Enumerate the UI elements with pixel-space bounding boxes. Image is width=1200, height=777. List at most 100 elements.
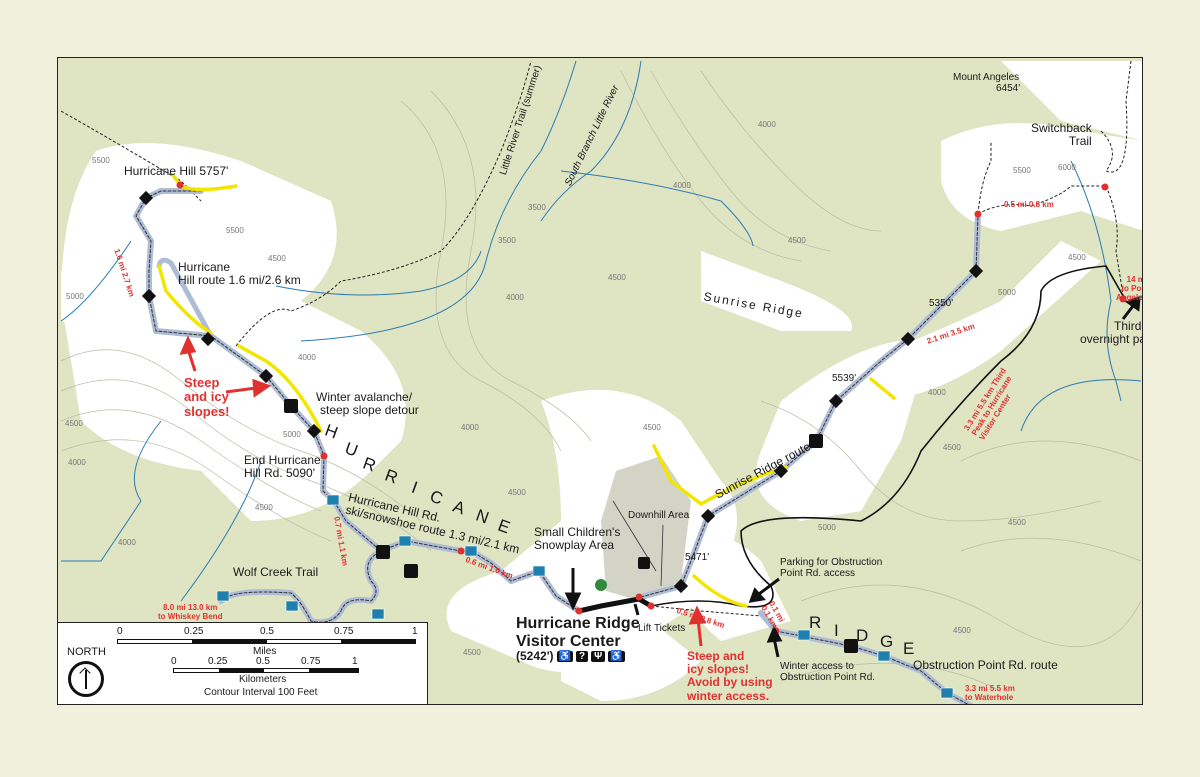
contour-label: 4000 — [298, 353, 316, 362]
label-line: Hurricane — [178, 260, 231, 274]
label-line: 14 mi — [1126, 275, 1142, 284]
summer-trails[interactable] — [60, 60, 1132, 627]
label-line: Snowplay Area — [534, 538, 615, 553]
miles-scale-bar — [117, 639, 416, 644]
roads[interactable] — [578, 265, 1127, 614]
label-line: Small Children's — [534, 525, 621, 539]
avalanche-detour-label: Winter avalanche/steep slope detour — [316, 390, 419, 418]
label-line: Angeles — [1116, 292, 1143, 302]
contour-lines — [60, 70, 1142, 692]
contour-label: 4000 — [118, 538, 136, 547]
label-line: Visitor Center — [516, 632, 621, 650]
contour-label: 5500 — [1013, 166, 1031, 175]
km-tick: 1 — [352, 656, 358, 667]
km-tick: 0 — [171, 656, 177, 667]
label-line: to Port — [1121, 283, 1142, 293]
label-line: Hill route 1.6 mi/2.6 km — [178, 273, 301, 288]
elevation-5539: 5539' — [832, 373, 857, 384]
label-line: Parking for Obstruction — [780, 557, 883, 568]
label-line: Avoid by using — [687, 675, 773, 690]
contour-label: 4500 — [608, 273, 626, 282]
contour-label: 3500 — [528, 203, 546, 212]
ridge-letter: R — [809, 613, 822, 632]
label-line: Third Peak — [1114, 319, 1142, 333]
label-line: 8.0 mi 13.0 km — [163, 603, 218, 612]
label-line: 3.3 mi 5.5 km — [965, 684, 1015, 693]
north-label: NORTH — [67, 646, 106, 658]
port-angeles-distance: 14 mito PortAngeles — [1116, 275, 1143, 302]
miles-tick: 0.5 — [260, 626, 274, 637]
ski-route-markers — [138, 190, 984, 699]
elevation-5350: 5350' — [929, 298, 954, 309]
miles-tick: 0.25 — [184, 626, 204, 637]
contour-label: 4500 — [463, 648, 481, 657]
warning-arrows — [179, 335, 707, 647]
distance-label: 0.5 mi 0.8 km — [1004, 200, 1054, 209]
map-legend: NORTH 0 0.25 0.5 0.75 1 Miles 0 0.25 0.5… — [57, 622, 428, 705]
contour-interval-note: Contour Interval 100 Feet — [204, 687, 318, 698]
label-line: Switchback — [1031, 121, 1092, 135]
label-line: Hurricane Ridge — [516, 615, 640, 632]
contour-label: 4500 — [255, 503, 273, 512]
downhill-area-shading — [601, 456, 691, 601]
label-line: to Whiskey Bend — [158, 611, 223, 621]
contour-label: 4500 — [508, 488, 526, 497]
contour-label: 3500 — [498, 236, 516, 245]
label-line: Point Rd. access — [780, 568, 856, 579]
contour-label: 4500 — [943, 443, 961, 452]
label-line: to Waterhole — [965, 692, 1014, 702]
north-arrow-icon — [68, 661, 104, 697]
obstruction-point-route-label: Obstruction Point Rd. route — [913, 658, 1058, 672]
km-tick: 0.5 — [256, 656, 270, 667]
contour-label: 4500 — [268, 254, 286, 263]
label-line: winter access. — [687, 688, 770, 703]
label-line: steep slope detour — [320, 403, 419, 418]
ridge-letter: E — [903, 639, 915, 658]
km-label: Kilometers — [239, 674, 287, 685]
hurricane-hill-label: Hurricane Hill 5757' — [124, 164, 229, 178]
contour-label: 4500 — [65, 419, 83, 428]
label-line: Steep and — [687, 649, 745, 663]
contour-label: 5000 — [998, 288, 1016, 297]
miles-tick: 0.75 — [334, 626, 354, 637]
ridge-letter: G — [880, 632, 894, 651]
km-tick: 0.75 — [301, 656, 321, 667]
label-line: icy slopes! — [687, 662, 750, 677]
contour-label: 4000 — [758, 120, 776, 129]
label-line: Steep — [184, 375, 220, 390]
contour-label: 5000 — [818, 523, 836, 532]
rivers — [60, 60, 1142, 602]
visitor-center-elevation: (5242') — [516, 649, 554, 664]
accessible-icon: ♿ — [608, 651, 625, 663]
contour-label: 5500 — [226, 226, 244, 235]
ridge-letter: D — [856, 626, 869, 645]
contour-label: 4500 — [1008, 518, 1026, 527]
km-tick: 0.25 — [208, 656, 228, 667]
label-line: Hill Rd. 5090' — [244, 466, 315, 481]
contour-label: 5000 — [283, 430, 301, 439]
mount-angeles-label: Mount Angeles — [953, 72, 1020, 83]
miles-label: Miles — [253, 646, 277, 657]
contour-label: 4500 — [953, 626, 971, 635]
contour-label: 4500 — [1068, 253, 1086, 262]
contour-label: 4500 — [788, 236, 806, 245]
downhill-area-label: Downhill Area — [628, 510, 690, 521]
trail-map: Hurricane Hill 5757' Mount Angeles 6454'… — [57, 57, 1143, 705]
map-graphics — [60, 60, 1142, 704]
mount-angeles-elevation: 6454' — [996, 83, 1021, 94]
pointer-arrows — [564, 295, 1141, 658]
label-line: End Hurricane — [244, 453, 321, 467]
contour-label: 4000 — [68, 458, 86, 467]
info-icon: ? — [576, 651, 589, 663]
contour-label: 4500 — [643, 423, 661, 432]
miles-tick: 1 — [412, 626, 418, 637]
